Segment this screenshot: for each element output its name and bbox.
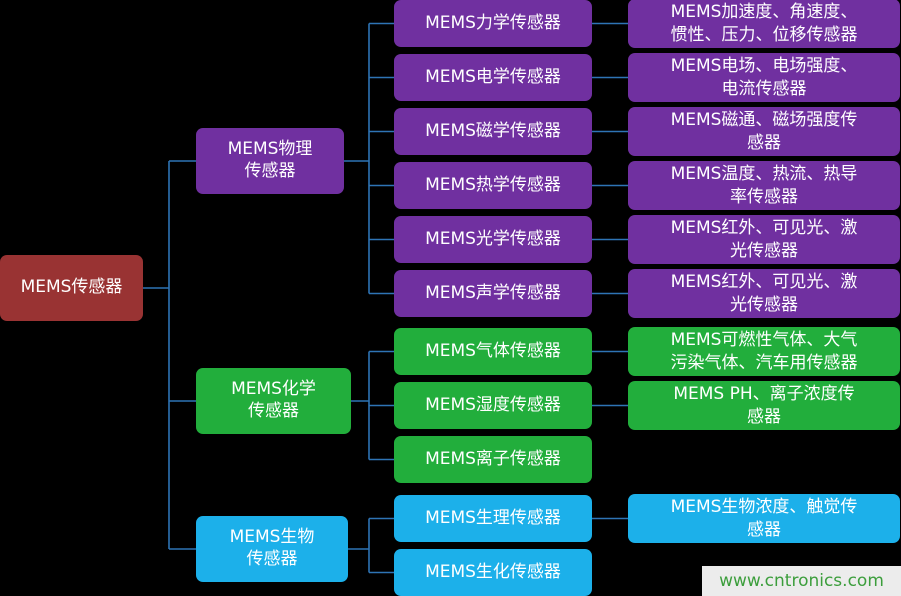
sensor-node-physical-1: MEMS电学传感器 (394, 54, 592, 101)
sensor-node-physical-2: MEMS磁学传感器 (394, 108, 592, 155)
detail-node-chemical-1: MEMS PH、离子浓度传 感器 (628, 381, 900, 430)
category-node-biological: MEMS生物 传感器 (196, 516, 348, 582)
detail-node-biological-0: MEMS生物浓度、触觉传 感器 (628, 494, 900, 543)
detail-node-physical-1: MEMS电场、电场强度、 电流传感器 (628, 53, 900, 102)
root-node: MEMS传感器 (0, 255, 143, 321)
sensor-node-chemical-2: MEMS离子传感器 (394, 436, 592, 483)
detail-node-chemical-0: MEMS可燃性气体、大气 污染气体、汽车用传感器 (628, 327, 900, 376)
category-node-physical: MEMS物理 传感器 (196, 128, 344, 194)
sensor-node-physical-3: MEMS热学传感器 (394, 162, 592, 209)
category-node-chemical: MEMS化学 传感器 (196, 368, 351, 434)
sensor-node-physical-0: MEMS力学传感器 (394, 0, 592, 47)
watermark-text: www.cntronics.com (702, 566, 901, 596)
sensor-node-chemical-0: MEMS气体传感器 (394, 328, 592, 375)
sensor-node-physical-5: MEMS声学传感器 (394, 270, 592, 317)
sensor-node-biological-0: MEMS生理传感器 (394, 495, 592, 542)
detail-node-physical-5: MEMS红外、可见光、激 光传感器 (628, 269, 900, 318)
detail-node-physical-3: MEMS温度、热流、热导 率传感器 (628, 161, 900, 210)
detail-node-physical-2: MEMS磁通、磁场强度传 感器 (628, 107, 900, 156)
detail-node-physical-4: MEMS红外、可见光、激 光传感器 (628, 215, 900, 264)
sensor-node-physical-4: MEMS光学传感器 (394, 216, 592, 263)
sensor-node-biological-1: MEMS生化传感器 (394, 549, 592, 596)
detail-node-physical-0: MEMS加速度、角速度、 惯性、压力、位移传感器 (628, 0, 900, 48)
sensor-node-chemical-1: MEMS湿度传感器 (394, 382, 592, 429)
